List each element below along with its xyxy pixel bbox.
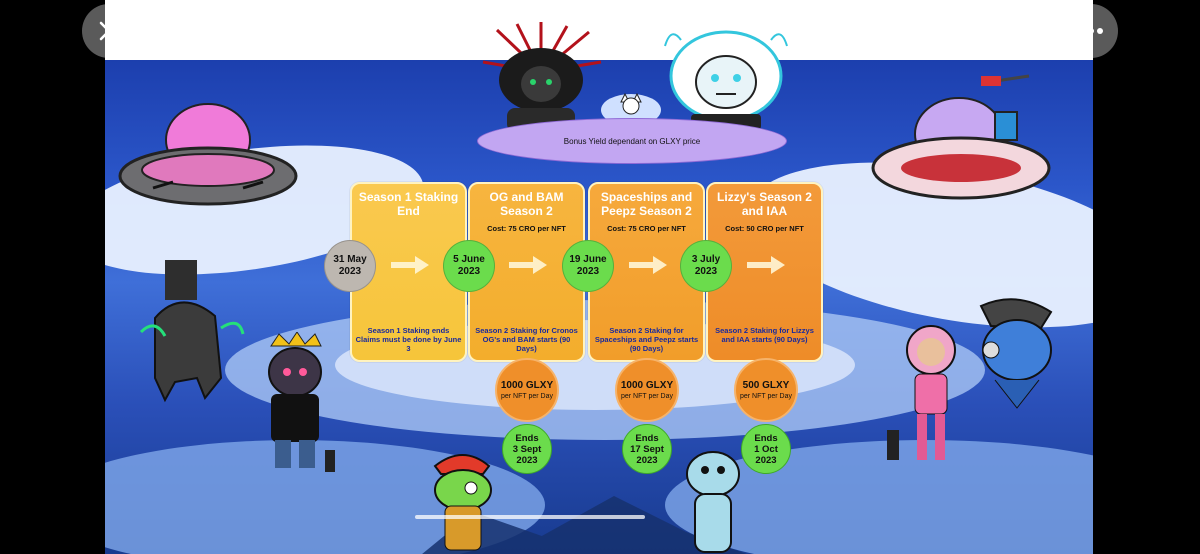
ends-year: 2023 [636,454,658,466]
monkey-king-character-art [268,332,335,472]
date-line: 19 June [569,254,607,265]
ends-year: 2023 [755,454,777,466]
ends-label: Ends [754,432,778,444]
reward-circle: 1000 GLXY per NFT per Day [615,358,679,422]
astronaut-character-art [664,30,788,130]
end-date-circle: Ends 17 Sept 2023 [622,424,672,474]
date-year: 2023 [457,266,481,277]
robot-fish-character-art [979,298,1053,409]
ends-date: 17 Sept [630,443,664,455]
punk-girl-character-art [887,325,956,460]
dark-dog-character-art [139,260,245,403]
panel-cost: Cost: 75 CRO per NFT [607,224,686,233]
panel-title: Spaceships and Peepz Season 2 [600,190,693,218]
arrow-right-icon [391,256,429,274]
arrow-right-icon [629,256,667,274]
reward-unit: per NFT per Day [621,393,673,400]
end-date-circle: Ends 3 Sept 2023 [502,424,552,474]
reward-unit: per NFT per Day [501,393,553,400]
panel-title: Lizzy's Season 2 and IAA [717,190,812,218]
ends-year: 2023 [516,454,538,466]
reward-circle: 1000 GLXY per NFT per Day [495,358,559,422]
cat-character-art [601,92,661,124]
reward-amount: 1000 GLXY [500,380,554,391]
date-line: 31 May [333,254,367,265]
panel-description: Season 2 Staking for Cronos OG's and BAM… [475,326,578,353]
date-year: 2023 [694,266,718,277]
arrow-right-icon [747,256,785,274]
dark-character-art [482,22,602,132]
red-ufo-art [871,74,1051,200]
ends-label: Ends [635,432,659,444]
end-date-circle: Ends 1 Oct 2023 [741,424,791,474]
bonus-yield-banner: Bonus Yield dependant on GLXY price [477,118,787,164]
date-line: 3 July [691,254,721,265]
bonus-yield-text: Bonus Yield dependant on GLXY price [563,136,701,146]
infographic-image: Bonus Yield dependant on GLXY price [105,0,1093,554]
pink-ufo-art [118,103,298,206]
panel-title: OG and BAM Season 2 [489,190,564,218]
reward-circle: 500 GLXY per NFT per Day [734,358,798,422]
reward-amount: 1000 GLXY [620,380,674,391]
date-year: 2023 [338,266,362,277]
date-line: 5 June [453,254,485,265]
panel-cost: Cost: 75 CRO per NFT [487,224,566,233]
panel-title: Season 1 Staking End [358,190,459,218]
panel-cost: Cost: 50 CRO per NFT [725,224,804,233]
panel-description: Season 2 Staking for Spaceships and Peep… [594,326,699,353]
scrub-bar[interactable] [415,515,645,519]
reward-unit: per NFT per Day [740,393,792,400]
ends-date: 1 Oct [754,443,778,455]
panel-description: Season 2 Staking for Lizzys and IAA star… [715,326,814,344]
ends-date: 3 Sept [512,443,542,455]
ends-label: Ends [515,432,539,444]
panel-description: Season 1 Staking ends Claims must be don… [355,326,462,353]
reward-amount: 500 GLXY [742,380,790,391]
firefighter-lizard-character-art [433,454,492,551]
blue-creature-character-art [686,451,740,553]
date-year: 2023 [576,266,600,277]
arrow-right-icon [509,256,547,274]
